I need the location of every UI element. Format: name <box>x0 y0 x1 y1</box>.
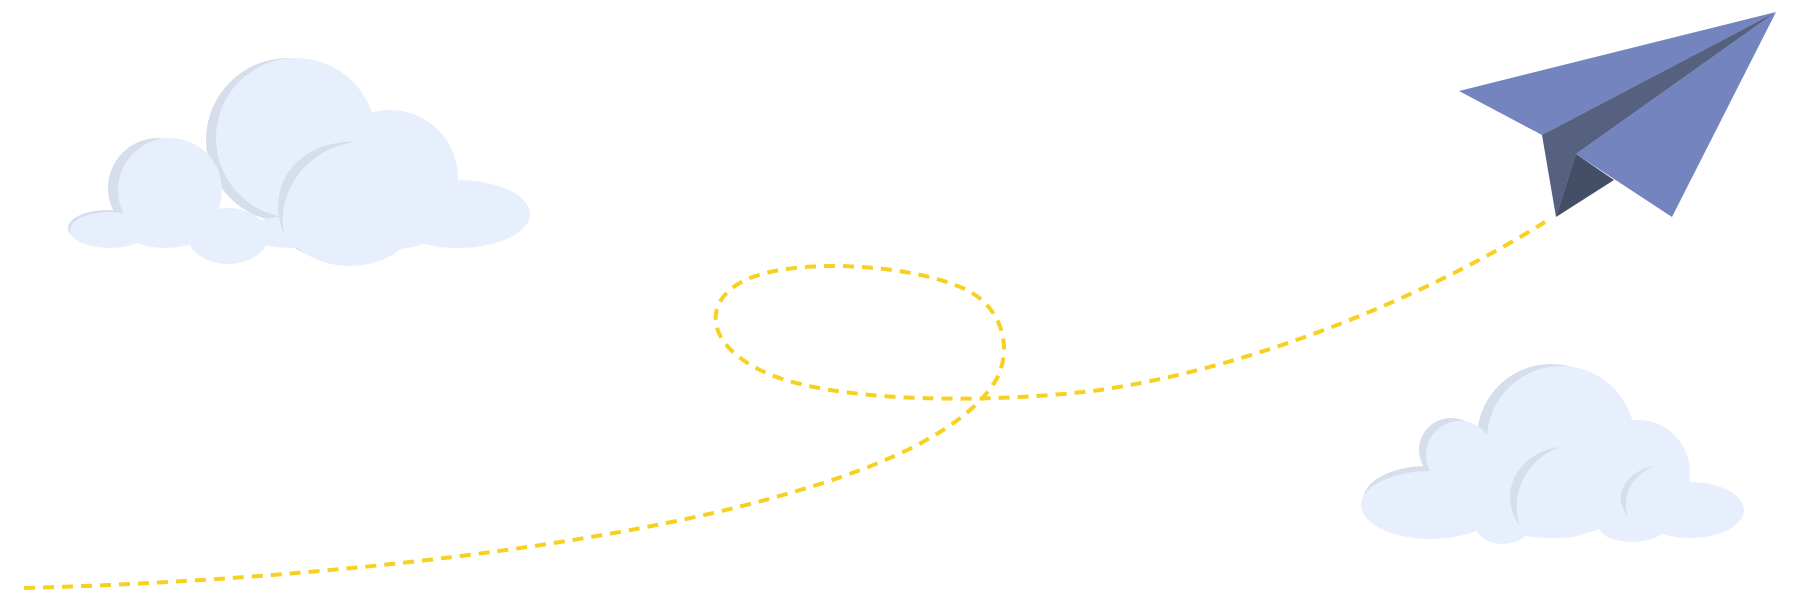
cloud-right-crescent <box>1620 466 1655 516</box>
plane-right-wing <box>1576 12 1776 217</box>
flight-path <box>23 220 1547 590</box>
cloud-left-puff <box>70 212 150 248</box>
cloud-left-crescent <box>278 141 355 236</box>
cloud-left-icon <box>68 58 530 266</box>
plane-keel <box>1556 154 1614 217</box>
cloud-left-puff <box>359 221 431 249</box>
plane-left-wing <box>1459 12 1776 135</box>
cloud-right-puff <box>1600 514 1664 542</box>
paper-plane-icon <box>1459 12 1776 217</box>
cloud-left-puff <box>118 138 222 242</box>
cloud-left-puff <box>188 208 268 264</box>
cloud-right-crescent <box>1510 447 1562 526</box>
cloud-left-puff <box>127 216 203 248</box>
cloud-right-puff <box>1526 510 1594 538</box>
plane-fold <box>1542 12 1776 217</box>
cloud-right-puff <box>1475 504 1531 544</box>
cloud-right-puff <box>1361 471 1501 539</box>
cloud-right-puff <box>1636 482 1744 538</box>
cloud-left-puff <box>304 220 376 260</box>
cloud-right-icon <box>1361 364 1744 544</box>
